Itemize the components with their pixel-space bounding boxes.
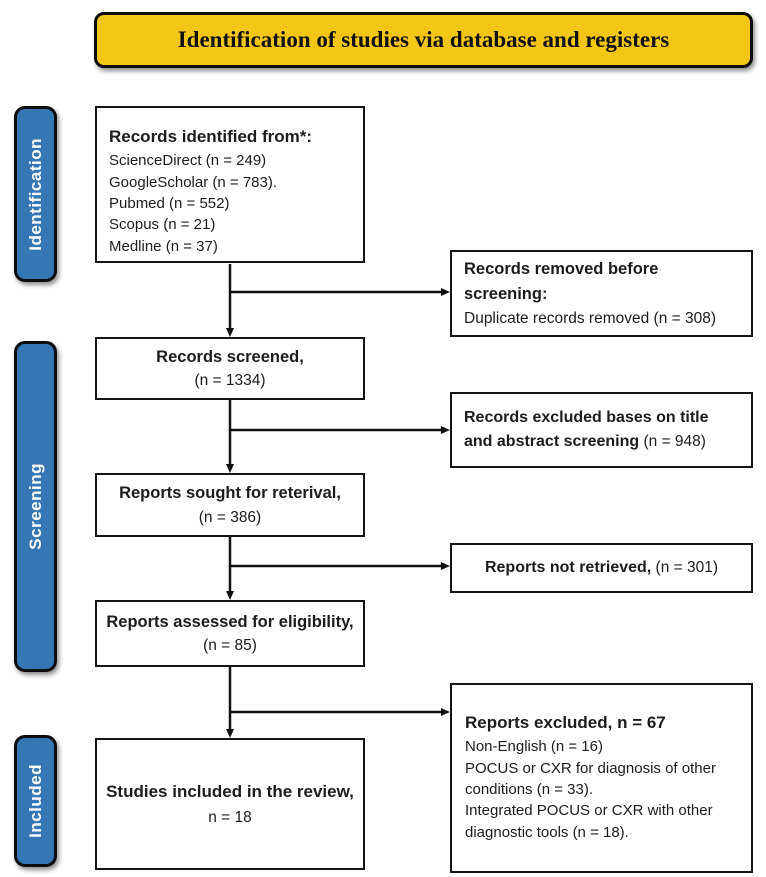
box-detail: Duplicate records removed (n = 308) bbox=[464, 309, 716, 327]
stage-label-screening: Screening bbox=[14, 341, 57, 672]
stage-label-text: Screening bbox=[25, 463, 45, 550]
box-reports-not-retrieved: Reports not retrieved, (n = 301) bbox=[450, 543, 753, 593]
box-records-identified: Records identified from*: ScienceDirect … bbox=[95, 106, 365, 263]
title-banner: Identification of studies via database a… bbox=[94, 12, 753, 68]
box-text: Records excluded bases on title and abst… bbox=[464, 406, 737, 454]
box-title: Reports not retrieved, bbox=[484, 559, 652, 576]
box-count: (n = 301) bbox=[651, 559, 719, 576]
banner-title: Identification of studies via database a… bbox=[177, 27, 670, 52]
stage-label-included: Included bbox=[14, 735, 57, 867]
box-reports-excluded-reasons: Reports excluded, n = 67 Non-English (n … bbox=[450, 683, 753, 873]
box-title: Records removed before screening: bbox=[464, 260, 659, 303]
source-line: Medline (n = 37) bbox=[109, 237, 218, 255]
box-title: Reports assessed for eligibility, bbox=[106, 612, 354, 631]
box-title: Records identified from*: bbox=[109, 127, 313, 146]
box-title: Studies included in the review, bbox=[106, 782, 354, 802]
reason-line: POCUS or CXR for diagnosis of other cond… bbox=[465, 759, 716, 798]
box-text: Reports not retrieved, (n = 301) bbox=[458, 556, 745, 580]
stage-label-identification: Identification bbox=[14, 106, 57, 282]
source-line: Scopus (n = 21) bbox=[109, 216, 216, 234]
box-title: Records excluded bases on title and abst… bbox=[464, 409, 709, 450]
box-title: Reports sought for reterival, bbox=[119, 484, 341, 502]
box-count: n = 18 bbox=[208, 808, 252, 826]
source-line: ScienceDirect (n = 249) bbox=[109, 152, 267, 170]
box-count: (n = 85) bbox=[203, 637, 257, 655]
box-reports-assessed: Reports assessed for eligibility, (n = 8… bbox=[95, 600, 365, 667]
box-count: (n = 1334) bbox=[194, 372, 266, 390]
box-records-removed: Records removed before screening: Duplic… bbox=[450, 250, 753, 337]
stage-label-text: Included bbox=[25, 764, 45, 838]
source-line: Pubmed (n = 552) bbox=[109, 194, 230, 212]
box-studies-included: Studies included in the review, n = 18 bbox=[95, 738, 365, 870]
box-records-screened: Records screened, (n = 1334) bbox=[95, 337, 365, 400]
box-count: (n = 386) bbox=[198, 508, 262, 526]
box-count: (n = 948) bbox=[639, 433, 706, 450]
box-reports-sought: Reports sought for reterival, (n = 386) bbox=[95, 473, 365, 537]
reason-line: Integrated POCUS or CXR with other diagn… bbox=[465, 802, 713, 841]
box-title: Reports excluded, n = 67 bbox=[465, 713, 666, 732]
source-line: GoogleScholar (n = 783). bbox=[109, 173, 278, 191]
box-title: Records screened, bbox=[156, 347, 304, 366]
stage-label-text: Identification bbox=[25, 137, 45, 251]
box-records-excluded: Records excluded bases on title and abst… bbox=[450, 392, 753, 468]
reason-line: Non-English (n = 16) bbox=[465, 738, 603, 756]
